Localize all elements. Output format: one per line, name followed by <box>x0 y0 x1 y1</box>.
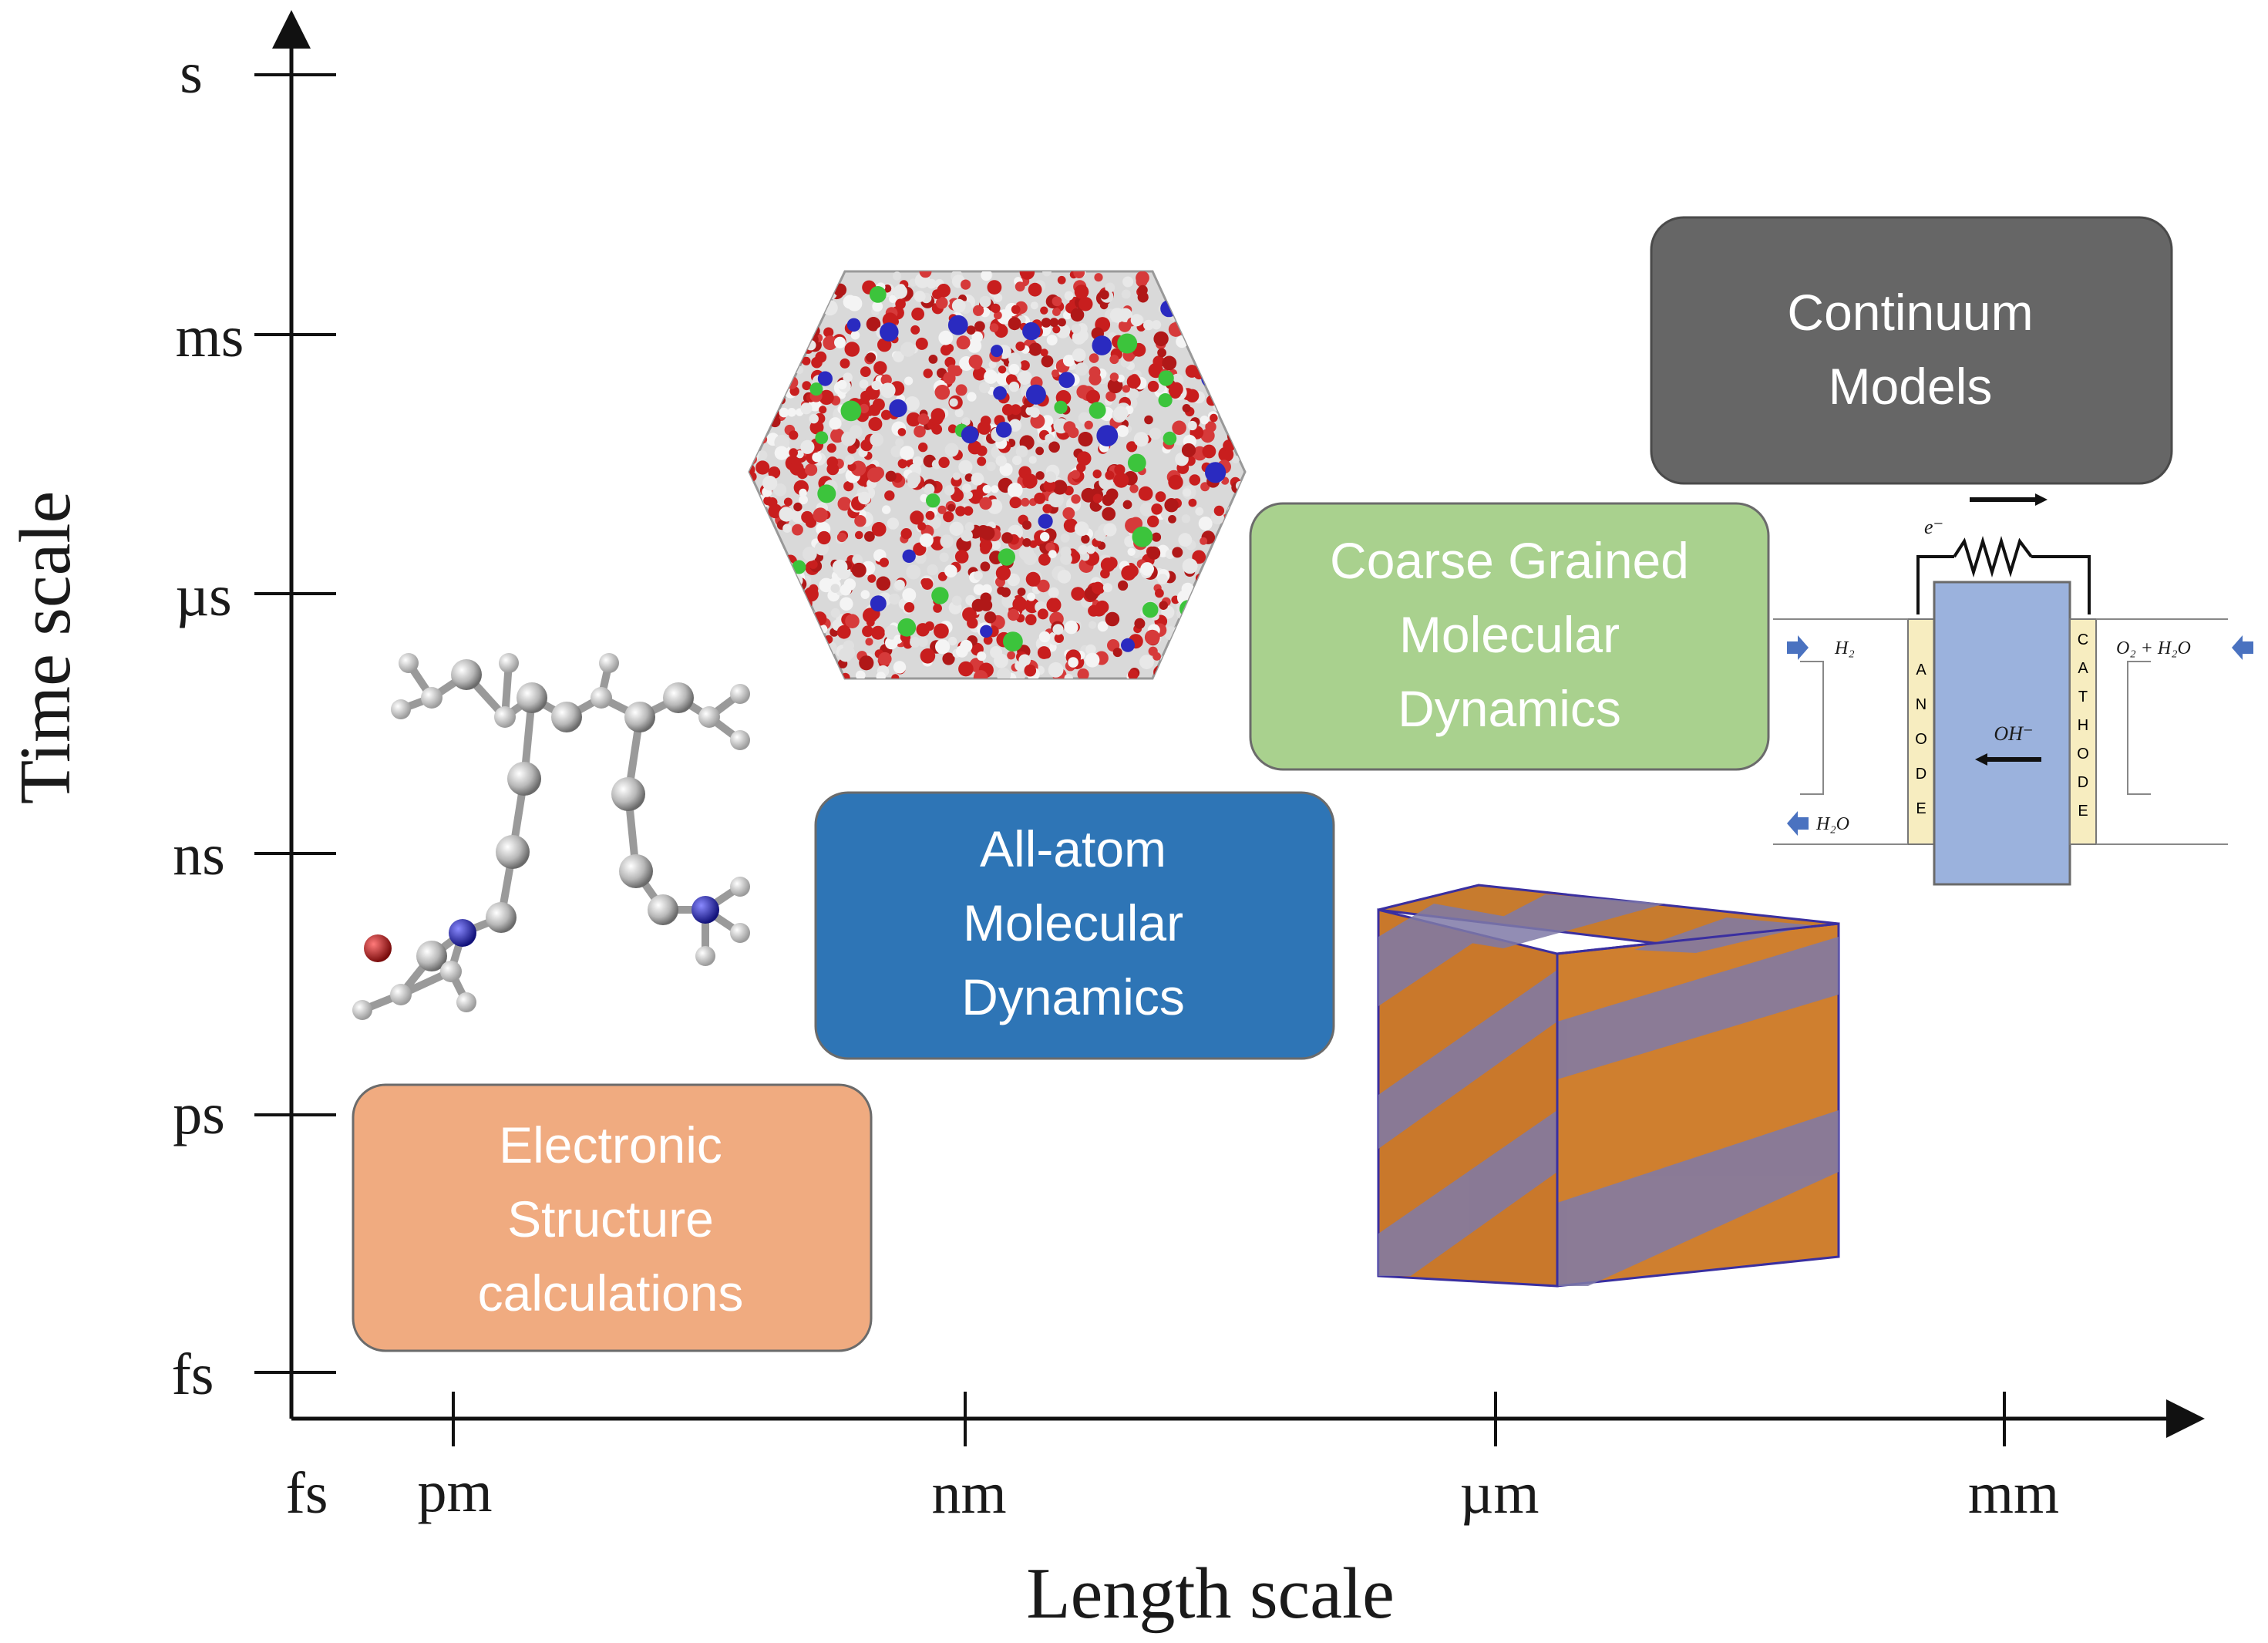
o2-inflow-arrow-icon <box>2232 635 2253 660</box>
coarse-grained-lamellar-cube <box>1377 884 1840 1288</box>
h2o-outflow-arrow-icon <box>1787 811 1809 836</box>
electronic-structure-box: Electronic Structure calculations <box>352 1083 873 1352</box>
anode-letter-2: N <box>1916 696 1926 713</box>
fuel-cell-schematic: e⁻ A N O D E C A T H O D E OH⁻ <box>1773 493 2253 886</box>
coarse-line-3: Dynamics <box>1398 680 1621 737</box>
all-atom-md-box: All-atom Molecular Dynamics <box>814 791 1335 1060</box>
h2-label: H₂ <box>1834 638 1855 658</box>
anode-letter-5: E <box>1916 800 1926 817</box>
electron-label: e⁻ <box>1924 516 1943 538</box>
coarse-line-1: Coarse Grained <box>1330 532 1689 589</box>
electrolyte <box>1933 581 2071 886</box>
axes: s ms µs ns ps fs fs pm nm µm mm Time sca… <box>5 10 2205 1634</box>
cathode-letter-7: E <box>2078 803 2088 820</box>
cathode-letter-6: D <box>2078 774 2088 791</box>
y-tick-label-ns: ns <box>173 823 225 887</box>
x-tick-label-um: µm <box>1460 1461 1539 1526</box>
x-tick-label-pm: pm <box>417 1460 492 1524</box>
hydroxide-label: OH⁻ <box>1994 722 2033 745</box>
coarse-line-2: Molecular <box>1399 606 1620 663</box>
x-tick-label-mm: mm <box>1968 1461 2059 1526</box>
y-tick-label-s: s <box>180 41 203 106</box>
y-axis-title: Time scale <box>5 491 86 804</box>
electronic-line-1: Electronic <box>499 1116 722 1173</box>
x-tick-label-fs: fs <box>286 1461 328 1526</box>
anode-letter-4: D <box>1916 766 1926 783</box>
all-atom-line-3: Dynamics <box>961 968 1185 1025</box>
all-atom-line-2: Molecular <box>963 894 1183 951</box>
cathode-letter-3: T <box>2078 689 2088 705</box>
hexagonal-atomistic-simulation-box <box>748 270 1247 680</box>
ball-and-stick-molecule <box>352 653 750 1020</box>
y-tick-label-fs: fs <box>172 1342 214 1407</box>
coarse-grained-md-box: Coarse Grained Molecular Dynamics <box>1249 502 1770 771</box>
anode-letter-3: O <box>1915 731 1927 748</box>
electronic-line-3: calculations <box>478 1264 744 1321</box>
x-axis-title: Length scale <box>1026 1554 1395 1634</box>
h2-inflow-arrow-icon <box>1787 635 1809 660</box>
y-tick-label-ps: ps <box>173 1082 225 1146</box>
continuum-line-2: Models <box>1829 358 1993 415</box>
cathode-electrode <box>2069 618 2097 845</box>
resistor-icon <box>1953 536 2033 577</box>
cathode-letter-5: O <box>2077 746 2089 763</box>
cathode-letter-1: C <box>2078 631 2088 648</box>
continuum-line-1: Continuum <box>1787 284 2033 341</box>
o2-h2o-label: O₂ + H₂O <box>2116 638 2191 658</box>
x-tick-label-nm: nm <box>931 1461 1006 1526</box>
continuum-models-box: Continuum Models <box>1650 216 2173 485</box>
y-tick-label-us: µs <box>175 564 231 628</box>
anode-electrode <box>1907 618 1935 845</box>
h2o-label: H₂O <box>1815 814 1849 834</box>
anode-letter-1: A <box>1916 662 1926 678</box>
y-tick-label-ms: ms <box>176 305 244 369</box>
cathode-letter-2: A <box>2078 660 2088 677</box>
cathode-letter-4: H <box>2078 717 2088 734</box>
all-atom-line-1: All-atom <box>980 820 1166 877</box>
electronic-line-2: Structure <box>507 1190 714 1247</box>
